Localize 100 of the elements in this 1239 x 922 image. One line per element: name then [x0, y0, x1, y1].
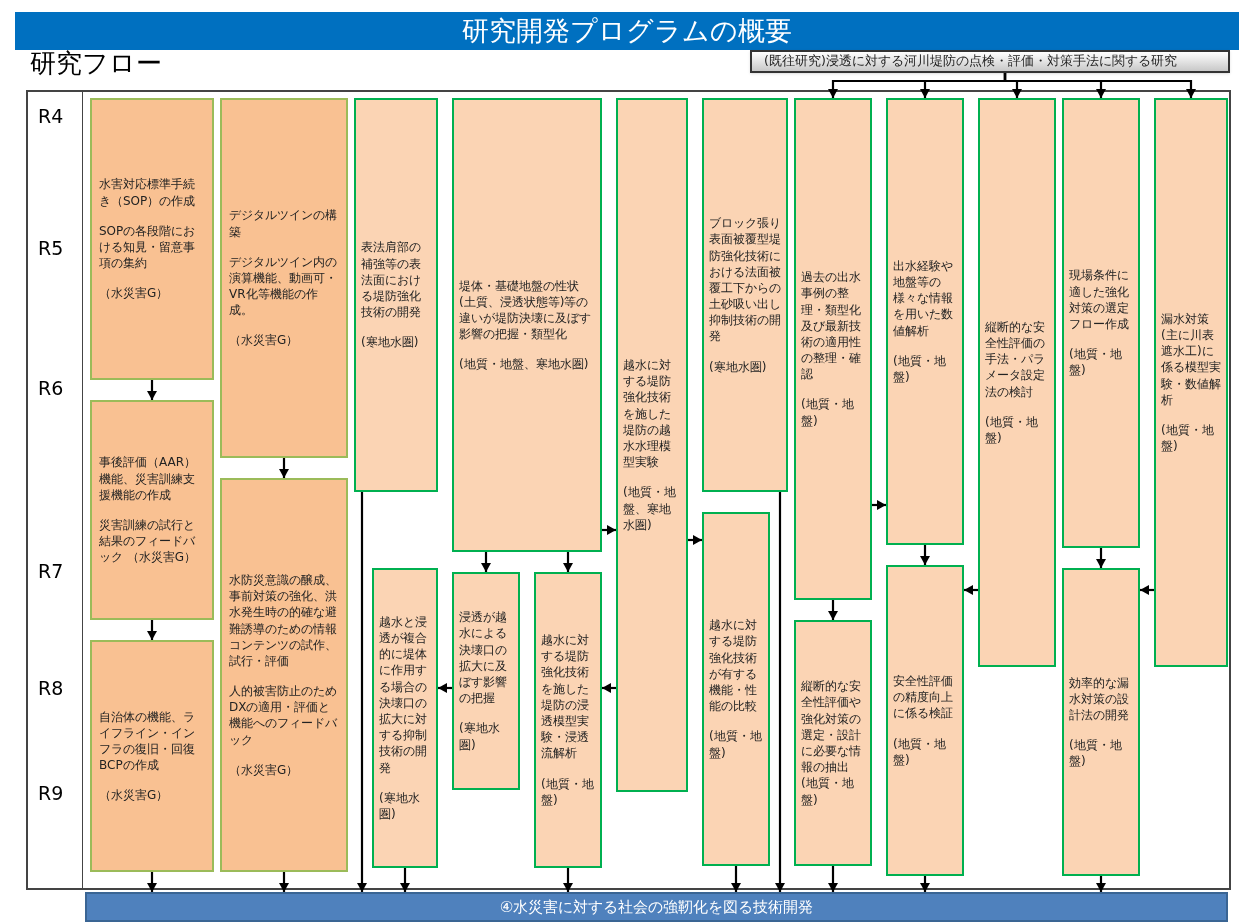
box-text: 安全性評価の精度向上に係る検証	[893, 673, 954, 722]
process-box	[90, 640, 214, 872]
process-box	[1154, 98, 1228, 667]
arrow	[147, 380, 157, 400]
box-text: デジタルツインの構築	[229, 207, 338, 240]
box-text: 越水と浸透が複合的に堤体に作用する場合の決壊口の拡大に対する抑制技術の開発	[379, 613, 428, 776]
box-text: (寒地水圏)	[379, 789, 421, 823]
box-text: ブロック張り表面被覆型堤防強化技術における法面被覆工下からの土砂吸い出し抑制技術の開発	[709, 215, 781, 345]
box-text: 浸透が越水による決壊口の拡大に及ぼす影響の把握	[459, 609, 508, 707]
process-box	[886, 98, 964, 545]
goal-bar	[85, 892, 1228, 922]
process-box	[90, 98, 214, 380]
box-text: 事後評価（AAR）機能、災害訓練支援機能の作成	[99, 454, 198, 503]
box-text: (地質・地盤、寒地水圏)	[623, 484, 677, 533]
arrow	[357, 492, 367, 892]
box-text: (地質・地盤)	[893, 352, 947, 386]
box-text: 漏水対策(主に川表遮水工)に係る模型実験・数値解析	[1161, 310, 1221, 408]
arrow	[1003, 73, 1196, 98]
year-label: R4	[38, 104, 64, 129]
box-text: 災害訓練の試行と結果のフィードバック （水災害G）	[99, 517, 198, 566]
arrow	[828, 866, 838, 892]
arrow	[147, 872, 157, 892]
box-text: (地質・地盤、寒地水圏)	[459, 356, 590, 373]
process-box	[452, 98, 602, 552]
box-text: （水災害G）	[99, 787, 170, 804]
box-text: （水災害G）	[229, 332, 300, 349]
box-text: 越水に対する堤防強化技術を施した堤防の越水水理模型実験	[623, 357, 672, 471]
box-text: 人的被害防止のためDXの適用・評価と機能へのフィードバック	[229, 683, 338, 748]
arrow	[964, 585, 978, 595]
box-text: (地質・地盤)	[893, 735, 947, 768]
process-box	[534, 572, 602, 868]
process-box	[616, 98, 688, 792]
box-text: SOPの各段階における知見・留意事項の集約	[99, 222, 197, 272]
prior-research-box	[750, 50, 1230, 73]
year-label: R9	[38, 781, 64, 806]
box-text: （水災害G）	[229, 761, 300, 779]
arrow	[563, 868, 573, 892]
box-text: (地質・地盤)	[709, 728, 763, 761]
arrow	[872, 500, 886, 510]
box-text: デジタルツイン内の演算機能、動画可・VR化等機能の作成。	[229, 253, 338, 319]
process-box	[354, 98, 438, 492]
arrow	[688, 535, 702, 545]
box-text: 水害対応標準手続き（SOP）の作成	[99, 176, 197, 209]
box-text: 堤体・基礎地盤の性状(土質、浸透状態等)等の違いが堤防決壊に及ぼす影響の把握・類型化	[459, 277, 592, 343]
process-box	[702, 98, 788, 492]
arrow	[563, 552, 573, 572]
process-box	[220, 98, 348, 458]
arrow	[602, 525, 616, 535]
box-text: 水防災意識の醸成、事前対策の強化、洪水発生時の的確な避難誘導のための情報コンテンツの試作、試行・評価	[229, 571, 338, 670]
box-text: (寒地水圏)	[709, 358, 768, 375]
year-label: R5	[38, 236, 64, 261]
process-box	[794, 620, 872, 866]
process-box	[452, 572, 520, 790]
year-label: R7	[38, 559, 64, 584]
box-text: (寒地水圏)	[361, 334, 420, 351]
arrow	[147, 620, 157, 640]
box-text: ④水災害に対する社会の強靭化を図る技術開発	[499, 896, 814, 918]
year-label: R6	[38, 376, 64, 401]
process-box	[1062, 568, 1140, 876]
box-text: (地質・地盤)	[541, 775, 595, 808]
arrow	[1096, 548, 1106, 568]
year-label: R8	[38, 676, 64, 701]
process-box	[90, 400, 214, 620]
arrow	[602, 683, 616, 693]
arrow	[438, 683, 452, 693]
box-text: 自治体の機能、ライフライン・インフラの復旧・回復BCPの作成	[99, 708, 196, 774]
arrow	[279, 458, 289, 478]
box-text: (地質・地盤)	[985, 413, 1039, 447]
arrow	[279, 872, 289, 892]
box-text: 越水に対する堤防強化技術が有する機能・性能の比較	[709, 617, 758, 715]
box-text: (既往研究)浸透に対する河川堤防の点検・評価・対策手法に関する研究	[764, 52, 1177, 71]
process-box	[372, 568, 438, 868]
section-heading: 研究フロー	[30, 50, 162, 76]
arrow	[481, 552, 491, 572]
box-text: 表法肩部の補強等の表法面における堤防強化技術の開発	[361, 239, 422, 321]
box-text: 出水経験や地盤等の様々な情報を用いた数値解析	[893, 257, 954, 339]
box-text: （水災害G）	[99, 285, 170, 302]
arrow	[731, 866, 741, 892]
arrow	[775, 492, 785, 892]
arrow	[1140, 585, 1154, 595]
title-banner: 研究開発プログラムの概要	[15, 12, 1239, 50]
arrow	[920, 876, 930, 892]
process-box	[886, 565, 964, 876]
box-text: (地質・地盤)	[1069, 737, 1123, 770]
box-text: 現場条件に適した強化対策の選定フロー作成	[1069, 267, 1130, 333]
arrow	[920, 545, 930, 565]
arrow	[828, 600, 838, 620]
box-text: (地質・地盤)	[1069, 346, 1123, 379]
box-text: (地質・地盤)	[801, 396, 855, 429]
arrow	[1096, 876, 1106, 892]
process-box	[794, 98, 872, 600]
box-text: 縦断的な安全性評価の手法・パラメータ設定法の検討	[985, 318, 1046, 400]
process-box	[702, 512, 770, 866]
process-box	[978, 98, 1056, 667]
box-text: 効率的な漏水対策の設計法の開発	[1069, 674, 1130, 724]
box-text: (寒地水圏)	[459, 720, 501, 753]
process-box	[220, 478, 348, 872]
box-text: 縦断的な安全性評価や強化対策の選定・設計に必要な情報の抽出(地質・地盤)	[801, 678, 862, 808]
box-text: 越水に対する堤防強化技術を施した堤防の浸透模型実験・浸透流解析	[541, 632, 590, 762]
box-text: (地質・地盤)	[1161, 421, 1215, 455]
